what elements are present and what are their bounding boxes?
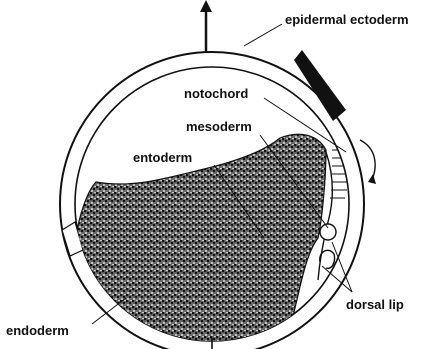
- label-epidermal-ectoderm: epidermal ectoderm: [285, 12, 409, 27]
- label-notochord: notochord: [184, 86, 248, 101]
- involution-arrowhead: [368, 174, 376, 184]
- label-endoderm: endoderm: [6, 323, 69, 338]
- label-dorsal-lip: dorsal lip: [346, 297, 404, 312]
- label-mesoderm: mesoderm: [186, 119, 252, 134]
- label-entoderm: entoderm: [133, 150, 192, 165]
- dorsal-lip-cell: [320, 224, 336, 240]
- leader-epidermal-ectoderm: [244, 24, 282, 46]
- involution-arrow: [360, 140, 375, 180]
- animal-pole-arrowhead: [200, 0, 212, 12]
